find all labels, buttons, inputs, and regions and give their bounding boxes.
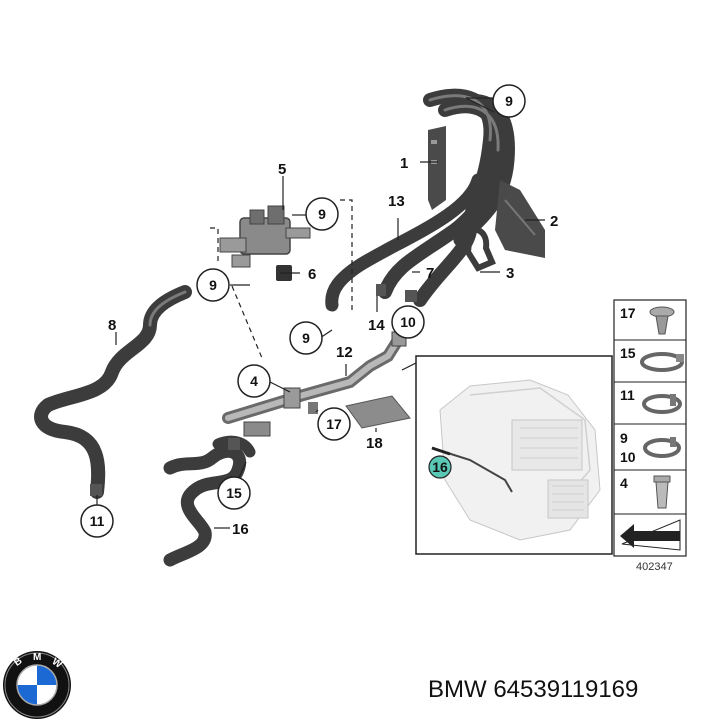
hose-part-16 (163, 435, 256, 567)
svg-text:16: 16 (432, 459, 448, 475)
callout-9-mid: 9 (289, 321, 323, 355)
holder-part-3 (464, 226, 496, 272)
part-number-text: BMW 64539119169 (428, 676, 638, 703)
guide-line (231, 285, 263, 359)
hose-part-8 (34, 285, 192, 499)
callout-12: 12 (336, 344, 353, 361)
water-pipe-part-12 (222, 331, 407, 437)
guide-line (210, 227, 219, 262)
callout-7: 7 (426, 265, 434, 282)
expanding-nut-icon (653, 475, 671, 509)
callout-18: 18 (366, 435, 383, 452)
svg-text:9: 9 (209, 277, 217, 293)
callout-15: 15 (217, 476, 251, 510)
callout-16: 16 (232, 521, 249, 538)
spring-clamp-icon (642, 394, 682, 414)
legend-item-4: 4 (620, 475, 671, 509)
bmw-logo: B M W (3, 651, 71, 719)
callout-2: 2 (550, 213, 558, 230)
svg-text:4: 4 (250, 373, 258, 389)
svg-text:10: 10 (620, 449, 636, 465)
legend-item-11: 11 (620, 387, 682, 414)
svg-text:9: 9 (318, 206, 326, 222)
svg-text:9: 9 (620, 430, 628, 446)
callout-16-inset: 16 (428, 455, 452, 479)
legend-item-9-10: 9 10 (620, 430, 681, 465)
callout-9-valve: 9 (305, 197, 339, 231)
legend-item-15: 15 (620, 345, 684, 372)
legend-panel: 17 15 11 9 10 (613, 299, 687, 557)
svg-text:15: 15 (226, 485, 242, 501)
svg-text:4: 4 (620, 475, 628, 491)
svg-text:9: 9 (505, 93, 513, 109)
hose-clamp-icon (640, 352, 684, 372)
svg-text:15: 15 (620, 345, 636, 361)
svg-text:9: 9 (302, 330, 310, 346)
svg-text:M: M (33, 652, 41, 663)
guide-line (340, 199, 353, 310)
callout-14: 14 (368, 317, 385, 334)
callout-4: 4 (237, 364, 271, 398)
push-rivet-icon (649, 306, 675, 335)
svg-text:11: 11 (620, 387, 635, 403)
inset-component-sketch (439, 379, 601, 541)
legend-item-arrow (620, 519, 681, 551)
callout-13: 13 (388, 193, 405, 210)
callout-6: 6 (308, 266, 316, 283)
bracket-part-1 (428, 126, 446, 210)
callout-17: 17 (317, 407, 351, 441)
svg-text:11: 11 (90, 513, 105, 529)
svg-text:10: 10 (400, 314, 416, 330)
arrow-wedge-icon (620, 519, 681, 551)
callout-5: 5 (278, 161, 286, 178)
callout-9-left: 9 (196, 268, 230, 302)
callout-10: 10 (391, 305, 425, 339)
spring-clamp-icon (643, 437, 681, 458)
diagram-number: 402347 (636, 561, 673, 573)
callout-9-top: 9 (492, 84, 526, 118)
callout-1: 1 (400, 155, 408, 172)
legend-item-17: 17 (620, 305, 675, 335)
pad-part-18 (345, 395, 411, 429)
callout-3: 3 (506, 265, 514, 282)
svg-text:17: 17 (620, 305, 636, 321)
hose-assembly-upper (325, 88, 515, 312)
svg-text:17: 17 (326, 416, 342, 432)
inset-view: 16 (401, 355, 613, 555)
callout-8: 8 (108, 317, 116, 334)
bracket-part-2 (495, 180, 545, 258)
callout-11: 11 (80, 504, 114, 538)
valve-part-5 (219, 205, 311, 268)
